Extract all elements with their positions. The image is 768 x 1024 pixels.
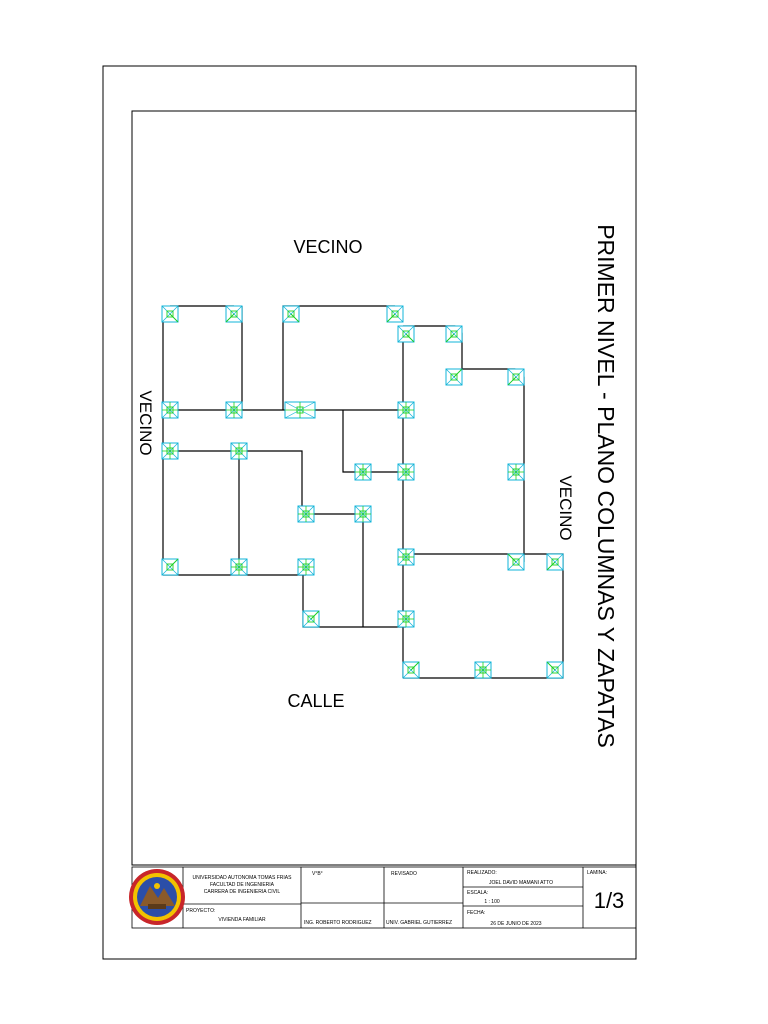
column-footing bbox=[284, 401, 316, 419]
tb-scale-label: ESCALA: bbox=[467, 890, 488, 896]
column-footing bbox=[507, 368, 525, 386]
column-footing bbox=[225, 305, 243, 323]
column-footing bbox=[230, 558, 248, 576]
label-vecino-right: VECINO bbox=[556, 475, 575, 540]
tb-vobo-label: V°B° bbox=[312, 871, 323, 877]
column-footing bbox=[161, 401, 179, 419]
label-calle-bottom: CALLE bbox=[287, 691, 344, 711]
label-vecino-left: VECINO bbox=[136, 390, 155, 455]
tb-career: CARRERA DE INGENIERIA CIVIL bbox=[204, 889, 281, 895]
column-footing bbox=[297, 558, 315, 576]
column-footing bbox=[445, 325, 463, 343]
wall bbox=[163, 450, 363, 515]
column-footing bbox=[546, 553, 564, 571]
tb-project-label: PROYECTO: bbox=[186, 908, 215, 914]
column-footing bbox=[397, 325, 415, 343]
column-footing bbox=[546, 661, 564, 679]
column-footing bbox=[445, 368, 463, 386]
tb-faculty: FACULTAD DE INGENIERIA bbox=[210, 882, 275, 888]
wall bbox=[403, 325, 525, 562]
tb-sheet-label: LAMINA: bbox=[587, 870, 607, 876]
plan-walls bbox=[162, 305, 564, 679]
tb-vobo-name: ING. ROBERTO RODRIGUEZ bbox=[304, 920, 372, 926]
plan-title: PRIMER NIVEL - PLANO COLUMNAS Y ZAPATAS bbox=[593, 224, 619, 748]
column-footing bbox=[302, 610, 320, 628]
column-footing bbox=[225, 401, 243, 419]
column-footing bbox=[354, 463, 372, 481]
tb-revised-name: UNIV. GABRIEL GUTIERREZ bbox=[386, 920, 452, 926]
column-footing bbox=[397, 463, 415, 481]
columns-layer bbox=[161, 305, 564, 679]
tb-made-by-label: REALIZADO: bbox=[467, 870, 497, 876]
column-footing bbox=[397, 401, 415, 419]
tb-scale-value: 1 : 100 bbox=[484, 899, 500, 905]
drawing-frame bbox=[131, 110, 637, 866]
column-footing bbox=[397, 548, 415, 566]
wall bbox=[403, 553, 564, 679]
tb-project-name: VIVIENDA FAMILIAR bbox=[218, 917, 266, 923]
university-seal-logo bbox=[129, 869, 185, 925]
tb-revised-label: REVISADO bbox=[391, 871, 417, 877]
column-footing bbox=[161, 305, 179, 323]
wall bbox=[342, 410, 406, 473]
title-block: UNIVERSIDAD AUTONOMA TOMAS FRIAS FACULTA… bbox=[129, 866, 637, 929]
column-footing bbox=[507, 463, 525, 481]
column-footing bbox=[282, 305, 300, 323]
column-footing bbox=[474, 661, 492, 679]
column-footing bbox=[297, 505, 315, 523]
label-vecino-top: VECINO bbox=[293, 237, 362, 257]
wall bbox=[282, 305, 395, 410]
column-footing bbox=[397, 610, 415, 628]
column-footing bbox=[386, 305, 404, 323]
column-footing bbox=[161, 558, 179, 576]
column-footing bbox=[230, 442, 248, 460]
column-footing bbox=[354, 505, 372, 523]
column-footing bbox=[161, 442, 179, 460]
tb-university: UNIVERSIDAD AUTONOMA TOMAS FRIAS bbox=[193, 875, 293, 881]
column-footing bbox=[507, 553, 525, 571]
tb-date-label: FECHA: bbox=[467, 910, 485, 916]
tb-date-value: 26 DE JUNIO DE 2023 bbox=[490, 921, 541, 927]
tb-sheet-value: 1/3 bbox=[594, 888, 625, 913]
column-footing bbox=[402, 661, 420, 679]
tb-made-by-name: JOEL DAVID MAMANI ATTO bbox=[489, 880, 553, 886]
